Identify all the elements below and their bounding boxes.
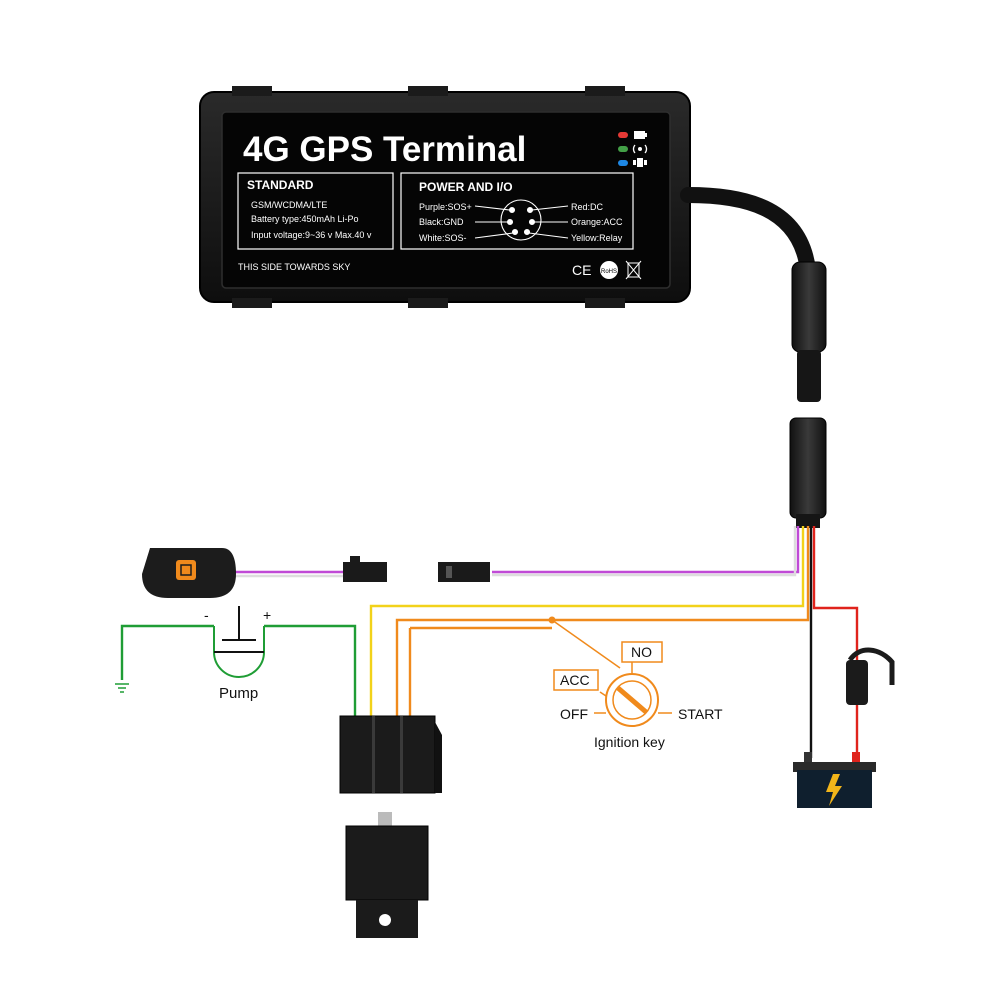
acc-box [553,669,599,691]
ignition-no: NO [631,644,652,660]
signal-icon [632,144,648,154]
green-wire-minus [120,624,214,680]
red-wire [812,526,859,660]
ignition-acc: ACC [560,672,590,688]
rohs-mark: RoHS [600,261,618,279]
standard-line: Battery type:450mAh Li-Po [251,214,359,224]
standard-line: GSM/WCDMA/LTE [251,200,327,210]
relay-socket [339,715,442,794]
pump-symbol [213,606,265,678]
car-battery [793,752,876,808]
pin-label-purple: Purple:SOS+ [419,202,472,212]
connector-pinout-diagram [474,199,569,241]
inline-fuse [846,647,895,705]
sos-button[interactable] [142,548,236,598]
wires [120,526,859,758]
ignition-start: START [678,706,723,722]
green-wire-plus [264,624,357,720]
ignition-label: Ignition key [594,734,665,750]
orange-wire [395,526,810,720]
main-cable [680,187,827,528]
weee-bin-icon [625,260,642,280]
status-indicators [618,131,648,167]
pin-label-yellow: Yellow:Relay [571,233,623,243]
sos-connector-female [438,562,490,582]
relay [345,812,429,938]
pin-label-black: Black:GND [419,217,464,227]
standard-line: Input voltage:9~36 v Max.40 v [251,230,372,240]
pump-plus: + [263,607,271,623]
lightning-bolt-icon [826,774,842,806]
satellite-icon [633,158,647,167]
gps-led [618,160,628,166]
power-led [618,132,628,138]
signal-led [618,146,628,152]
sos-icon [176,560,196,580]
acc-junction-dot [548,616,556,624]
pin-label-orange: Orange:ACC [571,217,623,227]
pump-label: Pump [219,685,258,702]
standard-box: STANDARD GSM/WCDMA/LTE Battery type:450m… [237,172,394,250]
ground-icon [115,683,129,693]
pin-label-white: White:SOS- [419,233,467,243]
device-footer: THIS SIDE TOWARDS SKY [238,262,350,272]
white-wire [492,526,797,577]
power-io-box: POWER AND I/O Purple:SOS+ Black:GND Whit… [400,172,634,250]
pin-label-red: Red:DC [571,202,604,212]
device-title: 4G GPS Terminal [243,130,526,169]
ignition-off: OFF [560,706,588,722]
yellow-wire [369,526,805,720]
ce-mark: CE [572,262,591,278]
ignition-key-switch[interactable] [594,662,672,727]
power-io-heading: POWER AND I/O [419,180,513,194]
no-box [621,641,663,663]
power-icon [634,131,647,139]
purple-wire [492,526,800,574]
gps-terminal: 4G GPS Terminal STANDARD GSM [199,86,691,308]
standard-heading: STANDARD [247,178,314,192]
sos-connector-male [343,556,387,582]
pump-minus: - [204,607,209,623]
svg-text:RoHS: RoHS [601,269,617,275]
